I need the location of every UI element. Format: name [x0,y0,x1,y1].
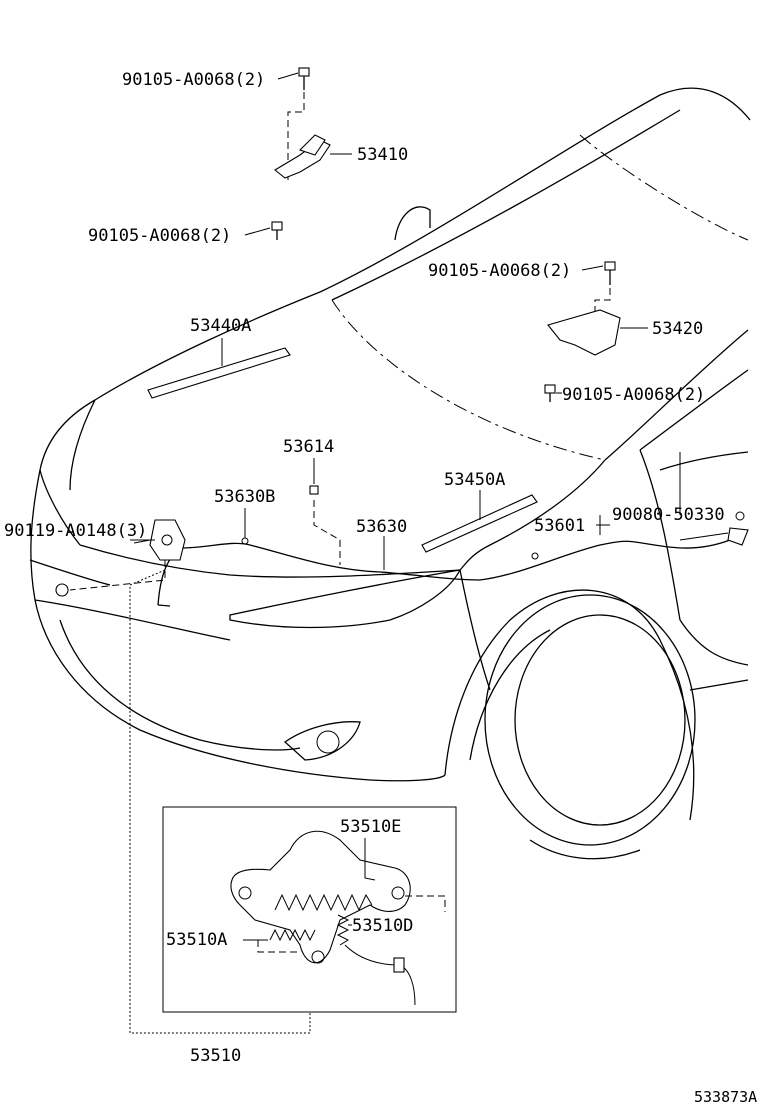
label-hinge-left: 53410 [357,145,408,165]
label-hinge-right: 53420 [652,319,703,339]
cushion-53614 [309,458,341,565]
hood-support-right [421,490,538,553]
label-spring-a: 53510A [166,930,227,950]
label-bolt-right-hinge-upper: 90105-A0068(2) [428,261,571,281]
hood-lock-small [55,519,186,597]
label-bolt-top-hinge-lower: 90105-A0068(2) [88,226,231,246]
label-spring-e: 53510E [340,817,401,837]
label-bolt-right-hinge-lower: 90105-A0068(2) [562,385,705,405]
label-release-cable: 53630 [356,517,407,537]
label-figure-id: 533873A [694,1088,757,1106]
label-screw-right: 90080-50330 [612,505,725,525]
hood-support-left [147,338,291,399]
label-clip-left: 90119-A0148(3) [4,521,147,541]
car-body-outline [29,87,751,860]
label-cushion: 53614 [283,437,334,457]
detail-leader [129,569,311,1034]
label-hood-lock: 53510 [190,1046,241,1066]
release-lever [599,452,749,546]
label-cable-clamp: 53630B [214,487,275,507]
label-bolt-top-hinge-upper: 90105-A0068(2) [122,70,265,90]
label-release-lever: 53601 [534,516,585,536]
hinge-left-assembly [271,67,352,240]
hinge-right-assembly [544,261,648,402]
label-spring-d: 53510D [352,916,413,936]
label-hood-support-left: 53440A [190,316,251,336]
label-leaders [133,72,604,544]
detail-box [162,806,457,1013]
label-hood-support-right: 53450A [444,470,505,490]
